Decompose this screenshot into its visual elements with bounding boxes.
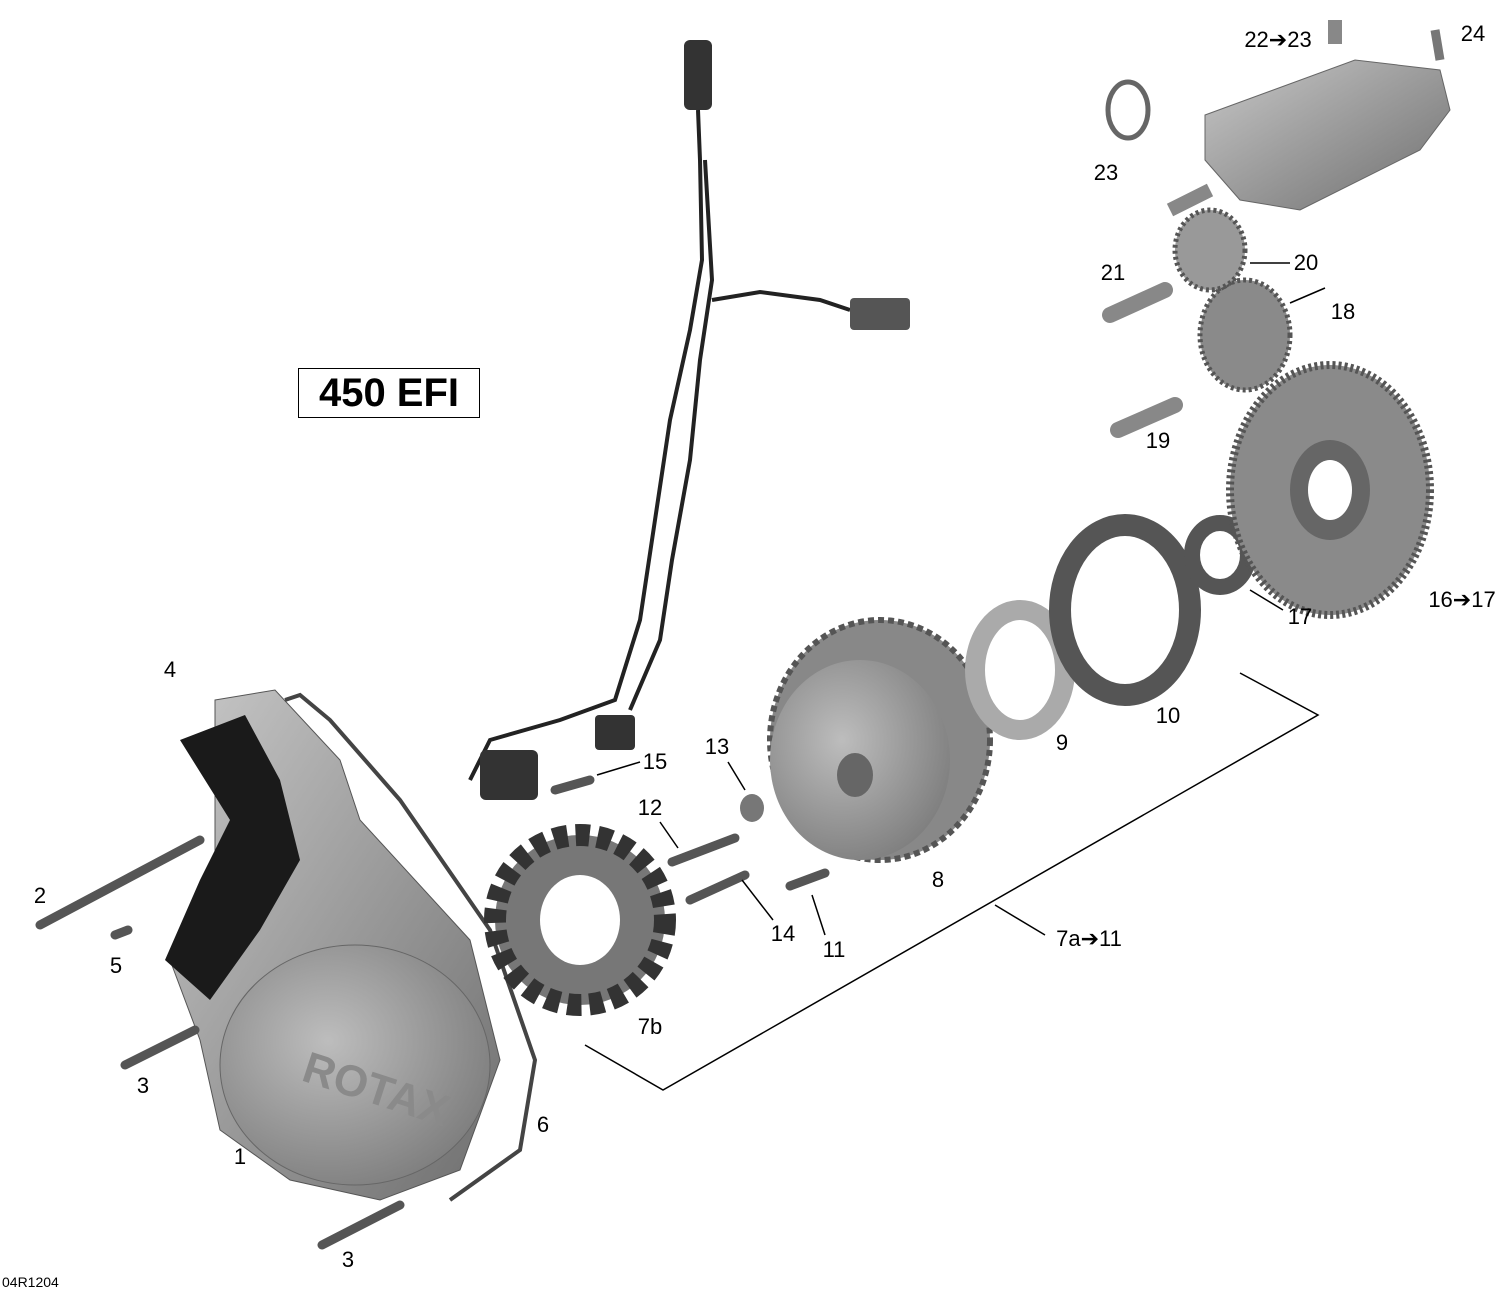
shaft-21 bbox=[1102, 282, 1173, 323]
model-label: 450 EFI bbox=[298, 368, 480, 418]
callout-8: 8 bbox=[931, 867, 945, 892]
drawing-code: 04R1204 bbox=[2, 1274, 59, 1290]
o-ring bbox=[1105, 79, 1151, 141]
group-bracket bbox=[584, 672, 1320, 1091]
callout-3: 3 bbox=[136, 1073, 150, 1098]
callout-2: 2 bbox=[33, 883, 47, 908]
callout-10: 10 bbox=[1155, 703, 1181, 728]
intermediate-gear bbox=[1197, 277, 1293, 393]
leader-lines bbox=[584, 262, 1326, 1091]
starter-bolt bbox=[1430, 29, 1445, 61]
wiring-harness bbox=[468, 40, 910, 800]
callout-7a-11: 7a➔11 bbox=[1056, 926, 1122, 951]
callout-19: 19 bbox=[1145, 428, 1171, 453]
magneto-cover: ROTAX bbox=[165, 689, 538, 1202]
callout-11: 11 bbox=[822, 937, 846, 962]
cover-gasket bbox=[284, 692, 538, 1202]
callout-16-17: 16➔17 bbox=[1428, 587, 1496, 612]
bolts bbox=[35, 775, 830, 1250]
callout-15: 15 bbox=[642, 749, 668, 774]
callout-1: 1 bbox=[233, 1144, 247, 1169]
callout-22-23: 22➔23 bbox=[1244, 27, 1312, 52]
stator bbox=[484, 824, 676, 1016]
starter-drive-gear bbox=[1172, 207, 1248, 293]
callout-21: 21 bbox=[1100, 260, 1126, 285]
sprag-gear bbox=[1226, 361, 1434, 619]
callout-3-lower: 3 bbox=[341, 1247, 355, 1272]
callout-6: 6 bbox=[536, 1112, 550, 1137]
starter-motor bbox=[1166, 20, 1451, 217]
callout-17: 17 bbox=[1287, 604, 1313, 629]
callout-20: 20 bbox=[1293, 250, 1319, 275]
washer bbox=[740, 794, 764, 822]
oil-seal bbox=[1049, 514, 1201, 706]
callout-23: 23 bbox=[1093, 160, 1119, 185]
flywheel bbox=[767, 617, 993, 863]
callout-9: 9 bbox=[1055, 730, 1069, 755]
callout-24: 24 bbox=[1460, 21, 1486, 46]
callout-7b: 7b bbox=[637, 1014, 663, 1039]
callout-4: 4 bbox=[163, 657, 177, 682]
callout-18: 18 bbox=[1330, 299, 1356, 324]
bushing bbox=[965, 600, 1075, 740]
callout-14: 14 bbox=[770, 921, 796, 946]
callout-5: 5 bbox=[109, 953, 123, 978]
callout-12: 12 bbox=[637, 795, 663, 820]
shaft-19 bbox=[1110, 397, 1183, 438]
shield bbox=[165, 715, 300, 1000]
callout-13: 13 bbox=[704, 734, 730, 759]
